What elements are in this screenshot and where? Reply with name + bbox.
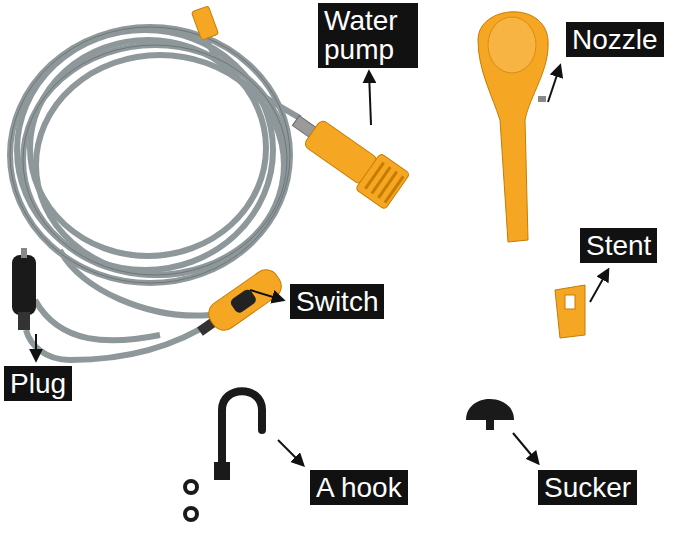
- water-pump: [283, 103, 410, 210]
- leader-arrows: [36, 66, 608, 465]
- part-label: Sucker: [538, 470, 637, 505]
- part-label: Plug: [4, 366, 72, 401]
- suction-cup: [466, 399, 514, 430]
- part-label: Switch: [290, 284, 384, 319]
- part-label: Nozzle: [566, 22, 664, 57]
- switch-body: [191, 265, 286, 344]
- car-plug: [12, 248, 36, 330]
- hook: [185, 391, 262, 520]
- shower-nozzle: [478, 12, 548, 242]
- part-label: Water pump: [318, 3, 418, 68]
- part-label: A hook: [310, 470, 408, 505]
- hose-coil: [10, 27, 300, 360]
- part-label: Stent: [580, 228, 657, 263]
- hose-connector: [191, 6, 218, 40]
- shower-stent: [555, 285, 585, 338]
